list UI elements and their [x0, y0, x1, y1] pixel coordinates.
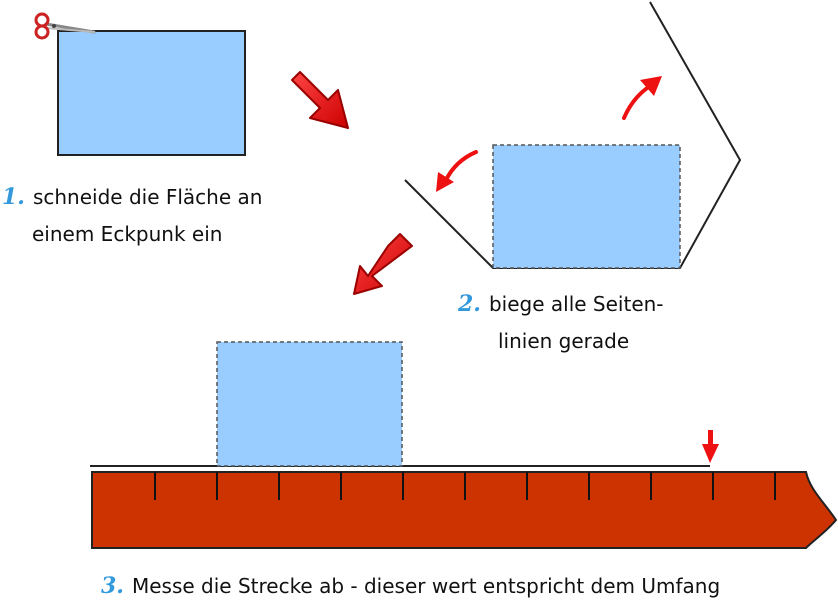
ruler-ticks [154, 472, 776, 500]
step2-rectangle [492, 144, 681, 269]
step2-text1: biege alle Seiten- [488, 292, 664, 316]
step3-rectangle [216, 341, 403, 467]
curved-arrow-up [622, 76, 662, 120]
scissors-icon [34, 12, 96, 40]
curved-arrow-left [436, 150, 478, 192]
step3-line1: 3. Messe die Strecke ab - dieser wert ent… [101, 568, 720, 605]
step1-label: 1. schneide die Fläche an einem Eckpunk e… [2, 179, 262, 253]
step2-label: 2. biege alle Seiten- linien gerade [458, 286, 664, 360]
step1-number: 1. [2, 184, 25, 210]
step1-text1: schneide die Fläche an [32, 185, 263, 209]
step3-label: 3. Messe die Strecke ab - dieser wert ent… [101, 568, 720, 605]
step2-number: 2. [458, 291, 481, 317]
step3-text1: Messe die Strecke ab - dieser wert entsp… [131, 574, 721, 598]
step1-line1: 1. schneide die Fläche an [2, 179, 262, 216]
step2-text2: linien gerade [498, 329, 630, 353]
step-arrow-1 [291, 71, 349, 129]
step3-number: 3. [101, 573, 124, 599]
step-arrow-2 [353, 233, 413, 295]
step1-text2: einem Eckpunk ein [32, 222, 223, 246]
step1-rectangle [57, 30, 246, 156]
down-arrow-icon [702, 430, 719, 463]
step2-line1: 2. biege alle Seiten- [458, 286, 664, 323]
